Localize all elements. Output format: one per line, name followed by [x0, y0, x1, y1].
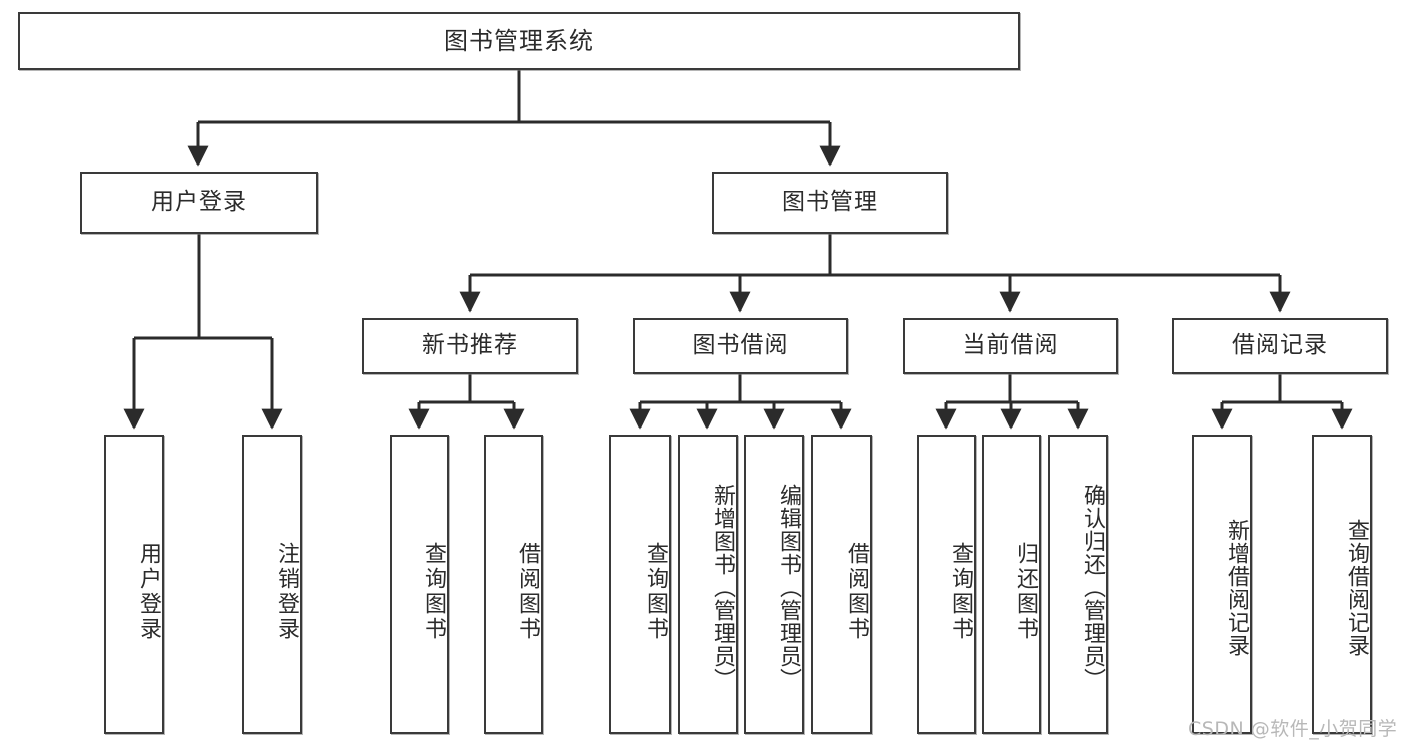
- node-leaf-query-record[interactable]: 查询借阅记录: [1312, 435, 1372, 734]
- node-borrow-record[interactable]: 借阅记录: [1172, 318, 1388, 374]
- node-leaf-edit-book[interactable]: 编辑图书（管理员）: [744, 435, 804, 734]
- node-root-label: 图书管理系统: [444, 26, 594, 55]
- node-leaf-user-logout[interactable]: 注销登录: [242, 435, 302, 734]
- node-leaf-user-logout-label: 注销登录: [274, 541, 299, 642]
- node-current-borrow[interactable]: 当前借阅: [903, 318, 1118, 374]
- node-leaf-user-login[interactable]: 用户登录: [104, 435, 164, 734]
- node-leaf-query-book-2-label: 查询图书: [643, 541, 668, 642]
- watermark: CSDN @软件_小贺同学: [1188, 718, 1398, 740]
- node-leaf-query-book-3-label: 查询图书: [948, 541, 973, 642]
- node-leaf-query-book-2[interactable]: 查询图书: [609, 435, 671, 734]
- node-leaf-user-login-label: 用户登录: [136, 541, 161, 642]
- node-root[interactable]: 图书管理系统: [18, 12, 1020, 70]
- node-current-borrow-label: 当前借阅: [962, 332, 1059, 359]
- node-book-manage[interactable]: 图书管理: [712, 172, 948, 234]
- node-leaf-confirm-return-label: 确认归还（管理员）: [1080, 484, 1105, 691]
- node-user-login[interactable]: 用户登录: [80, 172, 318, 234]
- node-leaf-confirm-return[interactable]: 确认归还（管理员）: [1048, 435, 1108, 734]
- node-leaf-edit-book-label: 编辑图书（管理员）: [776, 484, 801, 691]
- node-new-book-rec[interactable]: 新书推荐: [362, 318, 578, 374]
- node-book-borrow[interactable]: 图书借阅: [633, 318, 848, 374]
- node-leaf-add-book[interactable]: 新增图书（管理员）: [678, 435, 738, 734]
- node-leaf-borrow-book-1[interactable]: 借阅图书: [484, 435, 543, 734]
- node-user-login-label: 用户登录: [151, 189, 247, 216]
- node-leaf-return-book[interactable]: 归还图书: [982, 435, 1041, 734]
- node-leaf-query-book-3[interactable]: 查询图书: [917, 435, 976, 734]
- node-book-manage-label: 图书管理: [782, 189, 878, 216]
- node-leaf-query-record-label: 查询借阅记录: [1344, 518, 1369, 657]
- node-leaf-query-book-1-label: 查询图书: [421, 541, 446, 642]
- node-leaf-query-book-1[interactable]: 查询图书: [390, 435, 449, 734]
- node-leaf-borrow-book-2[interactable]: 借阅图书: [811, 435, 872, 734]
- node-leaf-return-book-label: 归还图书: [1013, 541, 1038, 642]
- node-leaf-borrow-book-1-label: 借阅图书: [515, 541, 540, 642]
- node-new-book-rec-label: 新书推荐: [422, 332, 518, 359]
- node-borrow-record-label: 借阅记录: [1232, 332, 1328, 359]
- node-leaf-borrow-book-2-label: 借阅图书: [844, 541, 869, 642]
- node-leaf-add-record-label: 新增借阅记录: [1224, 518, 1249, 657]
- node-book-borrow-label: 图书借阅: [692, 332, 789, 359]
- node-leaf-add-record[interactable]: 新增借阅记录: [1192, 435, 1252, 734]
- node-leaf-add-book-label: 新增图书（管理员）: [710, 484, 735, 691]
